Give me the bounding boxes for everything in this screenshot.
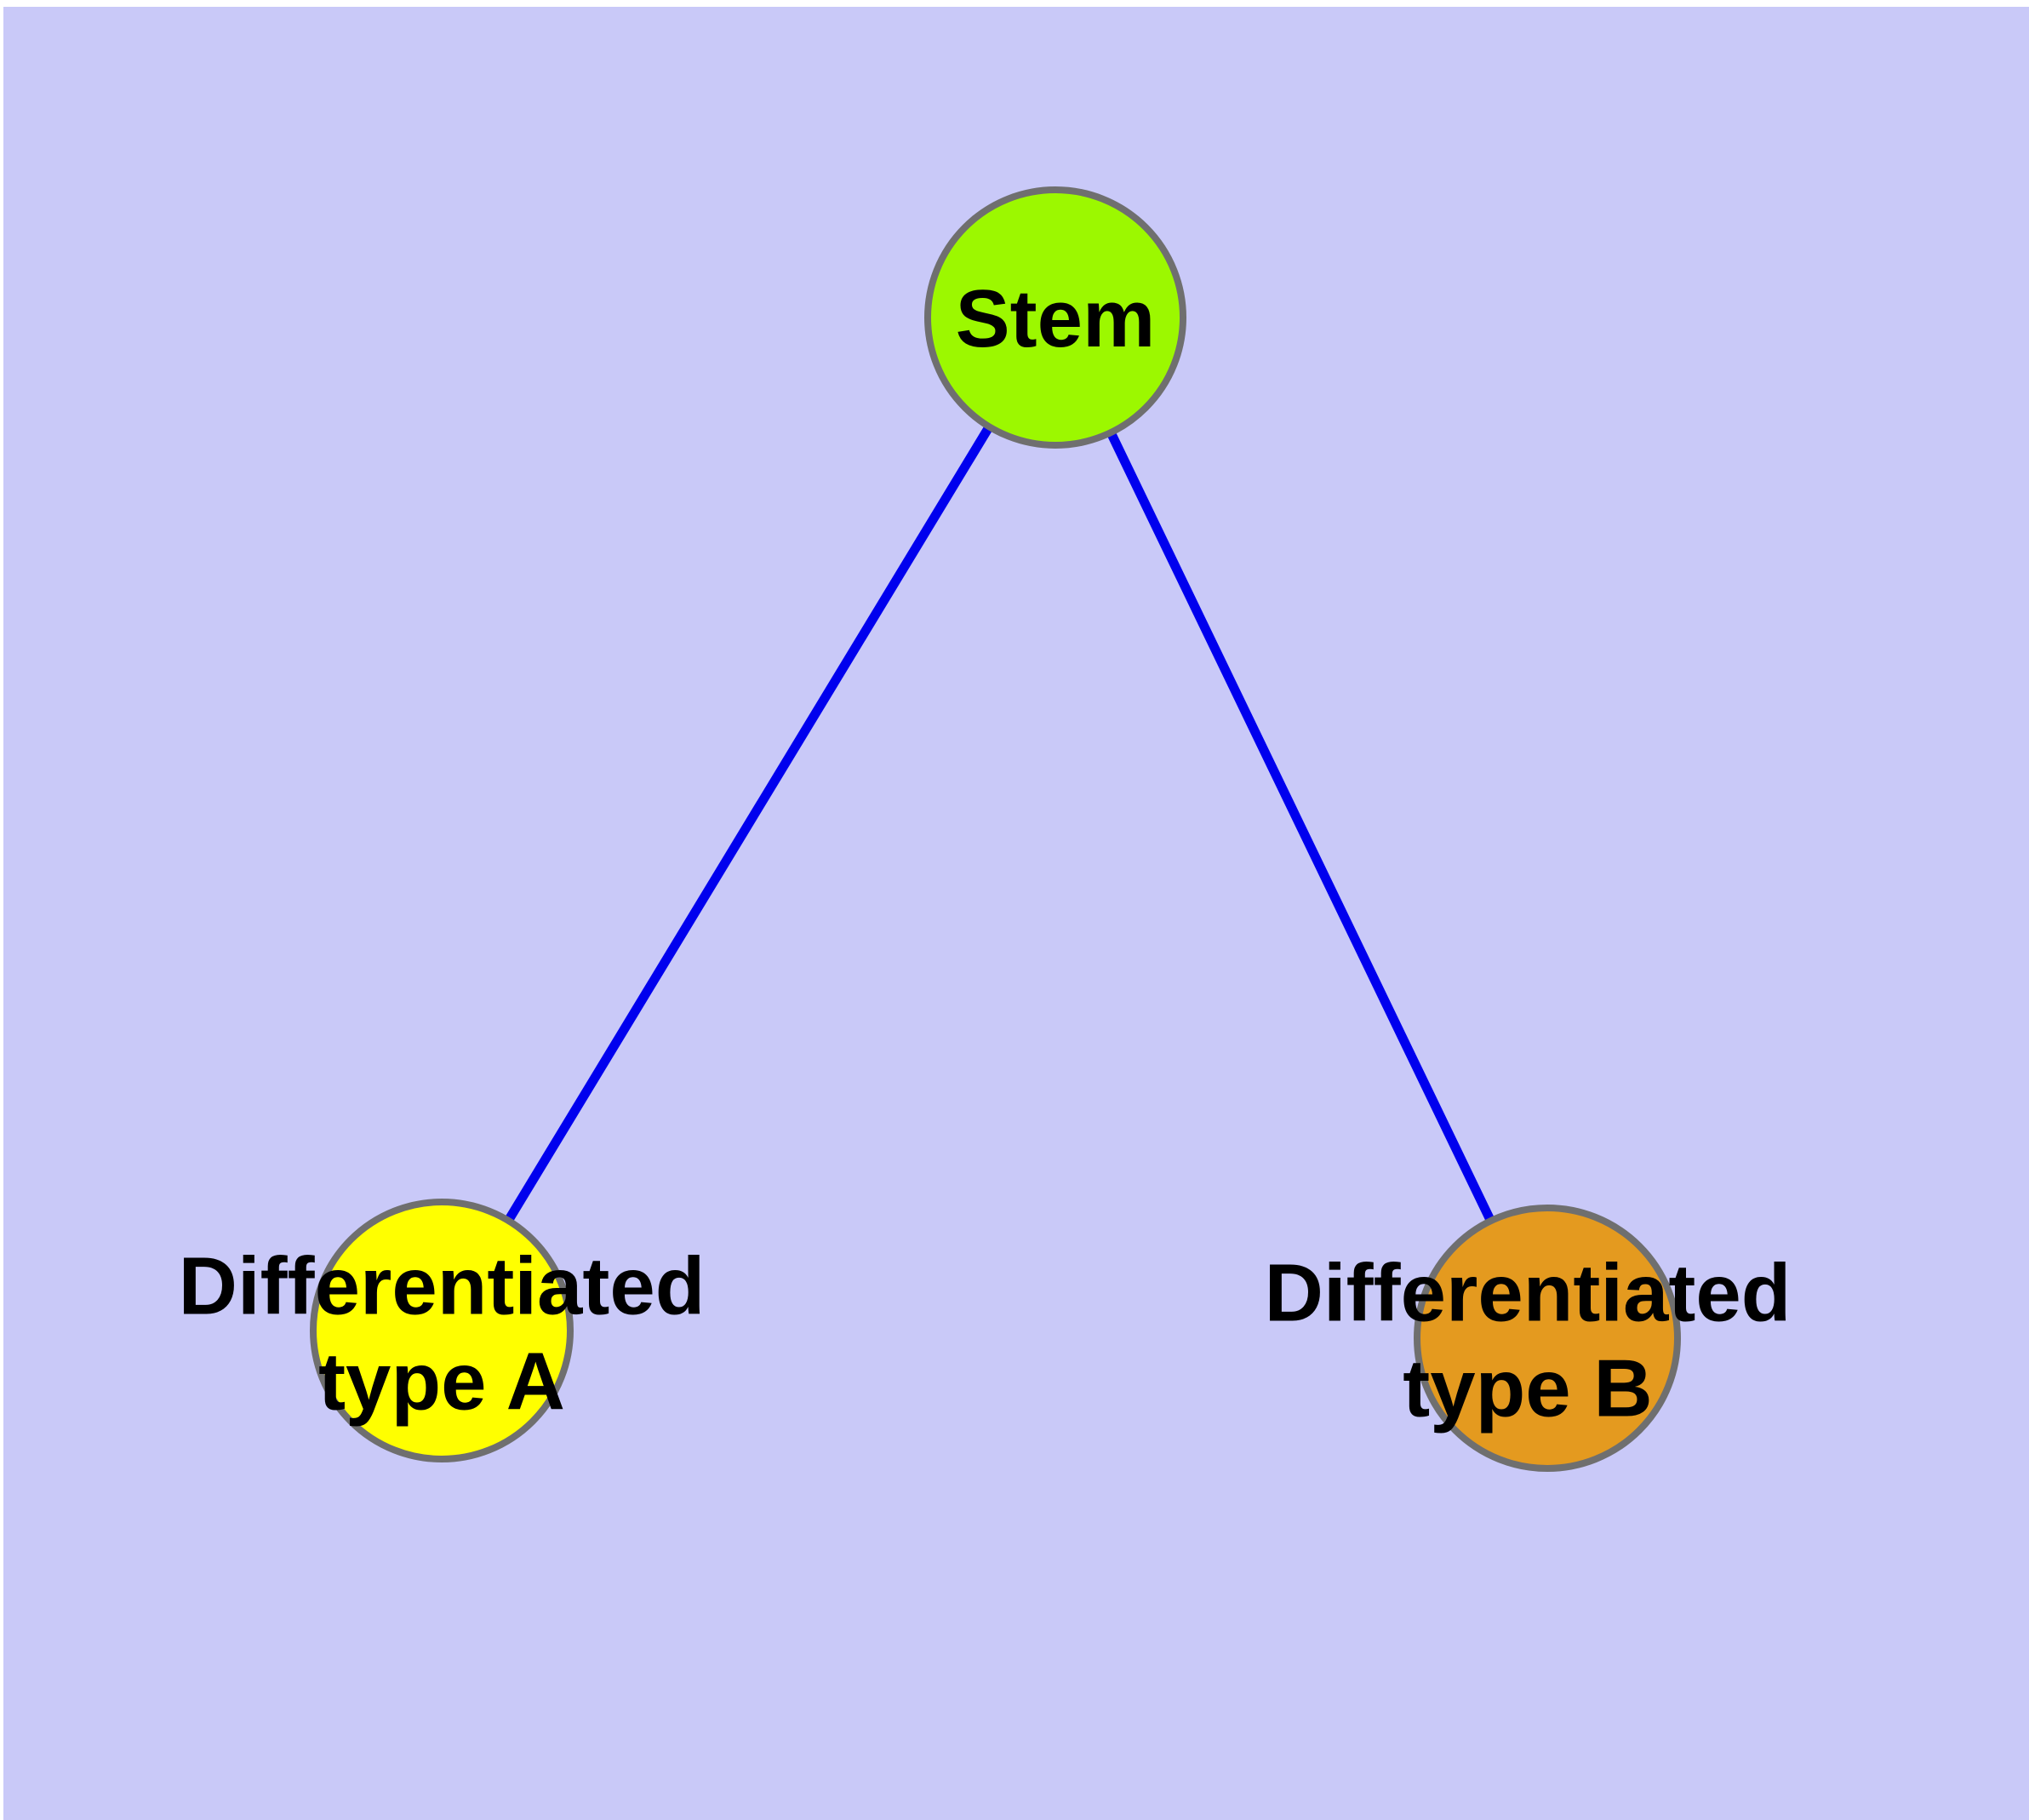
node-type-b-label-line1: Differentiated [1264,1247,1792,1339]
node-stem-circle [924,186,1186,449]
node-type-a-label-line2: type A [318,1336,565,1428]
node-type-a-circle [310,1199,574,1462]
edge-stem-to-type-a [437,315,1060,1333]
node-type-a-label-line1: Differentiated [178,1240,706,1332]
node-type-b-label-line2: type B [1403,1343,1653,1434]
node-type-b-circle [1414,1205,1681,1472]
node-stem-label: Stem [956,272,1156,367]
edge-stem-to-type-b [1051,315,1552,1341]
node-type-b-label: Differentiated type B [1265,1246,1792,1438]
node-stem-label-line1: Stem [955,272,1156,364]
node-type-a-label: Differentiated type A [179,1239,706,1431]
